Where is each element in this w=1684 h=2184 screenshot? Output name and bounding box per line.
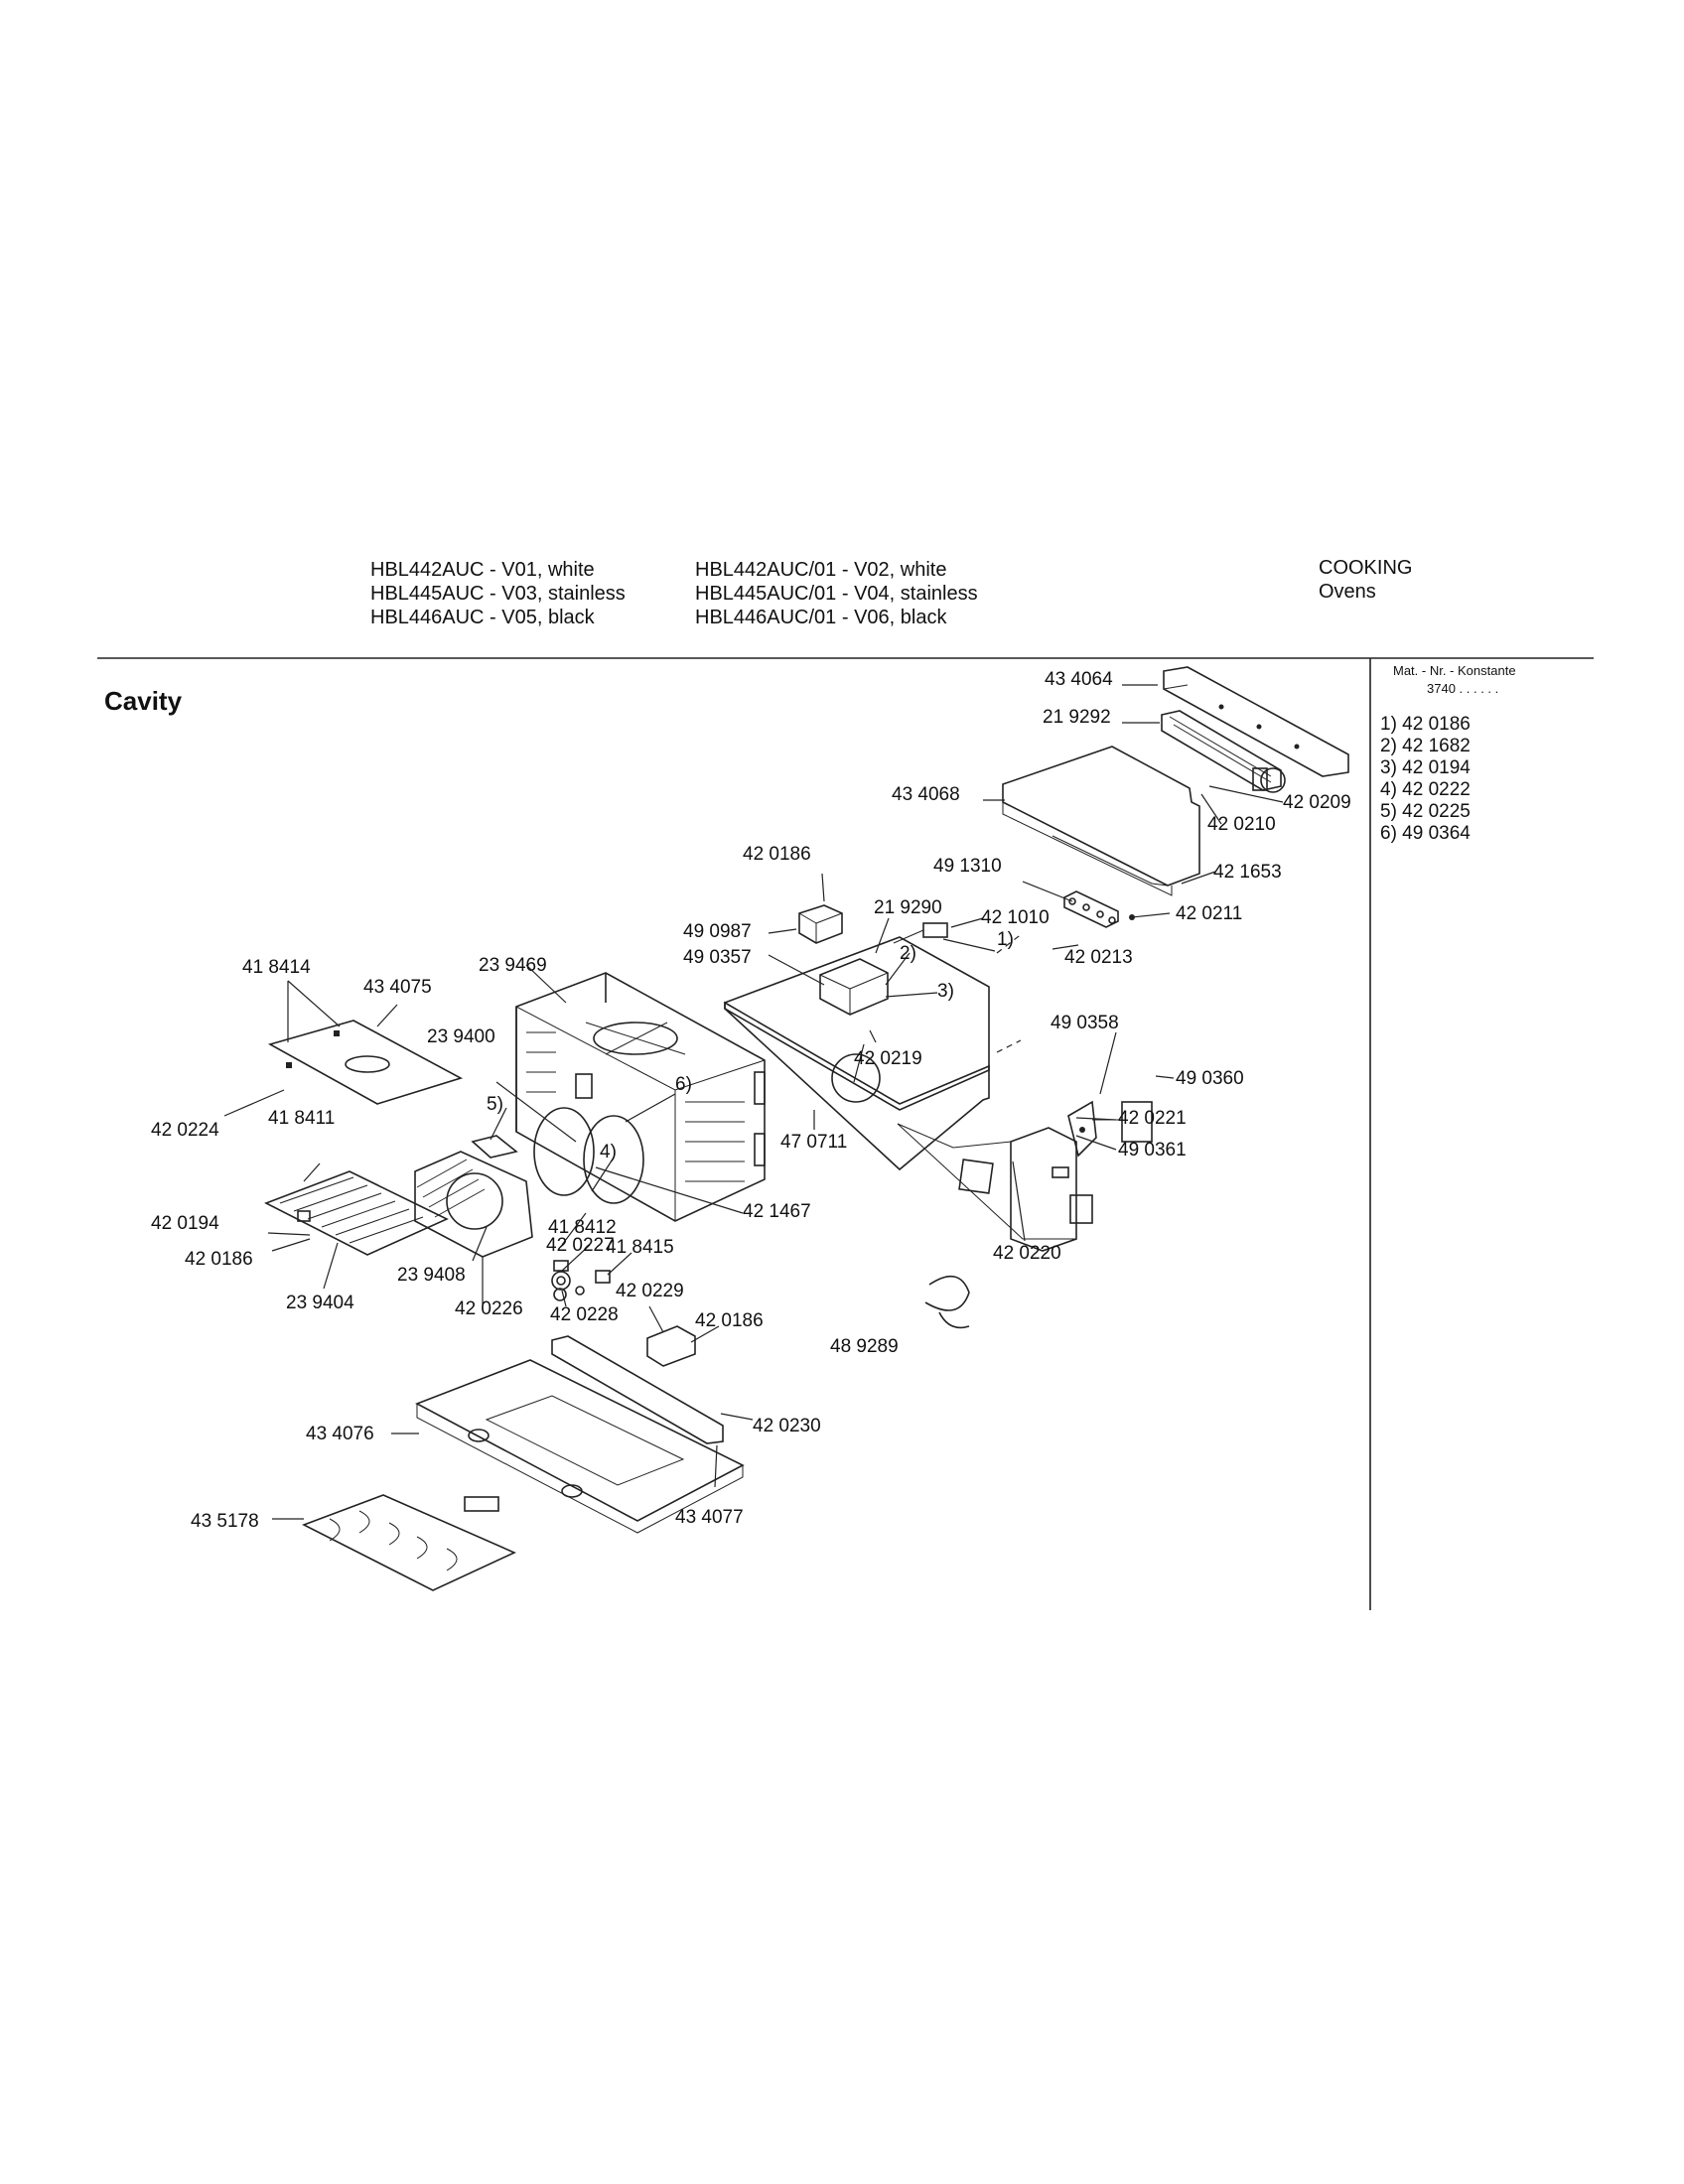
side-table-constant: 3740 . . . . . . [1427, 681, 1498, 696]
part-callout: 42 0186 [695, 1310, 764, 1331]
side-table: Mat. - Nr. - Konstante 3740 . . . . . . … [1380, 663, 1516, 844]
part-callout: 42 0213 [1064, 947, 1133, 968]
part-callout: 42 0220 [993, 1243, 1061, 1264]
part-callout: 43 4064 [1045, 669, 1113, 690]
bake-element-part [302, 1494, 516, 1591]
side-table-item: 1) 42 0186 [1380, 714, 1471, 735]
part-callout: 49 0360 [1176, 1068, 1244, 1089]
leader-lines [223, 684, 1284, 1520]
part-callout: 23 9400 [427, 1026, 495, 1047]
part-callout: 49 0361 [1118, 1140, 1187, 1160]
model-line: HBL445AUC - V03, stainless [370, 583, 626, 605]
hinge-bar-part [1063, 890, 1135, 928]
part-callout: 49 0987 [683, 921, 752, 942]
small-bracket-part [471, 1135, 518, 1159]
part-callout: 42 1010 [981, 907, 1050, 928]
part-callout: 42 0221 [1118, 1108, 1187, 1129]
section-title: Cavity [104, 686, 183, 716]
part-callout: 42 0211 [1176, 903, 1242, 924]
part-callout: 5) [487, 1094, 503, 1115]
part-callout: 41 8411 [268, 1108, 335, 1129]
cover-plate-part [1163, 666, 1349, 777]
convection-motor-part [1067, 1100, 1153, 1158]
subcategory-label: Ovens [1319, 581, 1376, 603]
part-callout: 43 4077 [675, 1507, 744, 1528]
part-callout: 42 0227 [546, 1235, 615, 1256]
model-line: HBL446AUC - V05, black [370, 607, 596, 628]
part-callout: 42 0224 [151, 1120, 219, 1141]
side-table-item: 4) 42 0222 [1380, 779, 1471, 800]
part-callout: 4) [600, 1142, 617, 1162]
part-callout: 23 9404 [286, 1293, 354, 1313]
control-module-part [798, 904, 948, 1043]
part-callout: 49 0358 [1051, 1013, 1119, 1033]
part-callout: 43 4075 [363, 977, 432, 998]
part-callout: 23 9469 [479, 955, 547, 976]
category-label: COOKING [1319, 557, 1412, 579]
side-table-item: 2) 42 1682 [1380, 736, 1471, 756]
part-callout: 42 0228 [550, 1304, 619, 1325]
part-callout: 42 0186 [743, 844, 811, 865]
part-callout: 41 8414 [242, 957, 311, 978]
rear-panel-part [897, 1123, 1093, 1252]
side-table-heading: Mat. - Nr. - Konstante [1393, 663, 1516, 678]
part-callout: 43 5178 [191, 1511, 259, 1532]
part-callout: 42 0219 [854, 1048, 922, 1069]
oven-light-part [551, 1260, 611, 1301]
part-callout: 43 4076 [306, 1424, 374, 1444]
part-callout: 21 9292 [1043, 707, 1111, 728]
probe-wire-part [924, 1275, 970, 1329]
part-callout: 42 0186 [185, 1249, 253, 1270]
cooling-fan-part [1161, 710, 1286, 793]
cavity-seal-part [267, 1020, 464, 1105]
part-callout: 42 0229 [616, 1281, 684, 1301]
model-line: HBL442AUC/01 - V02, white [695, 559, 946, 581]
part-callout: 42 0226 [455, 1298, 523, 1319]
oven-cavity-part [515, 972, 766, 1222]
part-callout: 41 8412 [548, 1217, 617, 1238]
part-callout: 42 1467 [743, 1201, 811, 1222]
part-callout: 1) [997, 929, 1014, 950]
part-callout: 21 9290 [874, 897, 942, 918]
part-callout: 48 9289 [830, 1336, 899, 1357]
bottom-panel-part [415, 1359, 745, 1534]
part-callout: 23 9408 [397, 1265, 466, 1286]
part-callout: 42 0210 [1207, 814, 1276, 835]
part-callout: 42 0209 [1283, 792, 1351, 813]
model-list-left: HBL442AUC - V01, white HBL445AUC - V03, … [370, 559, 626, 628]
part-callout: 6) [675, 1074, 692, 1095]
part-callout: 47 0711 [780, 1132, 847, 1153]
model-line: HBL446AUC/01 - V06, black [695, 607, 947, 628]
fan-plate-part [414, 1151, 533, 1258]
broil-element-part [264, 1170, 449, 1256]
side-table-item: 6) 49 0364 [1380, 823, 1471, 844]
part-callout: 42 0230 [753, 1416, 821, 1436]
part-callout: 3) [937, 981, 954, 1002]
part-callout: 42 0194 [151, 1213, 219, 1234]
rail-strip-part [551, 1325, 724, 1444]
top-plate-part [724, 932, 1024, 1171]
part-callout: 42 1653 [1213, 862, 1282, 883]
model-line: HBL445AUC/01 - V04, stainless [695, 583, 978, 605]
part-callout: 43 4068 [892, 784, 960, 805]
part-callouts: 43 4064 21 9292 43 4068 42 0209 42 0210 42 16… [151, 669, 1351, 1532]
model-line: HBL442AUC - V01, white [370, 559, 595, 581]
model-list-right: HBL442AUC/01 - V02, white HBL445AUC/01 -… [695, 559, 978, 628]
side-table-item: 5) 42 0225 [1380, 801, 1471, 822]
part-callout: 2) [900, 943, 916, 964]
fan-duct-part [1002, 746, 1200, 896]
part-callout: 49 1310 [933, 856, 1002, 877]
part-callout: 49 0357 [683, 947, 752, 968]
part-callout: 41 8415 [606, 1237, 674, 1258]
side-table-item: 3) 42 0194 [1380, 757, 1471, 778]
